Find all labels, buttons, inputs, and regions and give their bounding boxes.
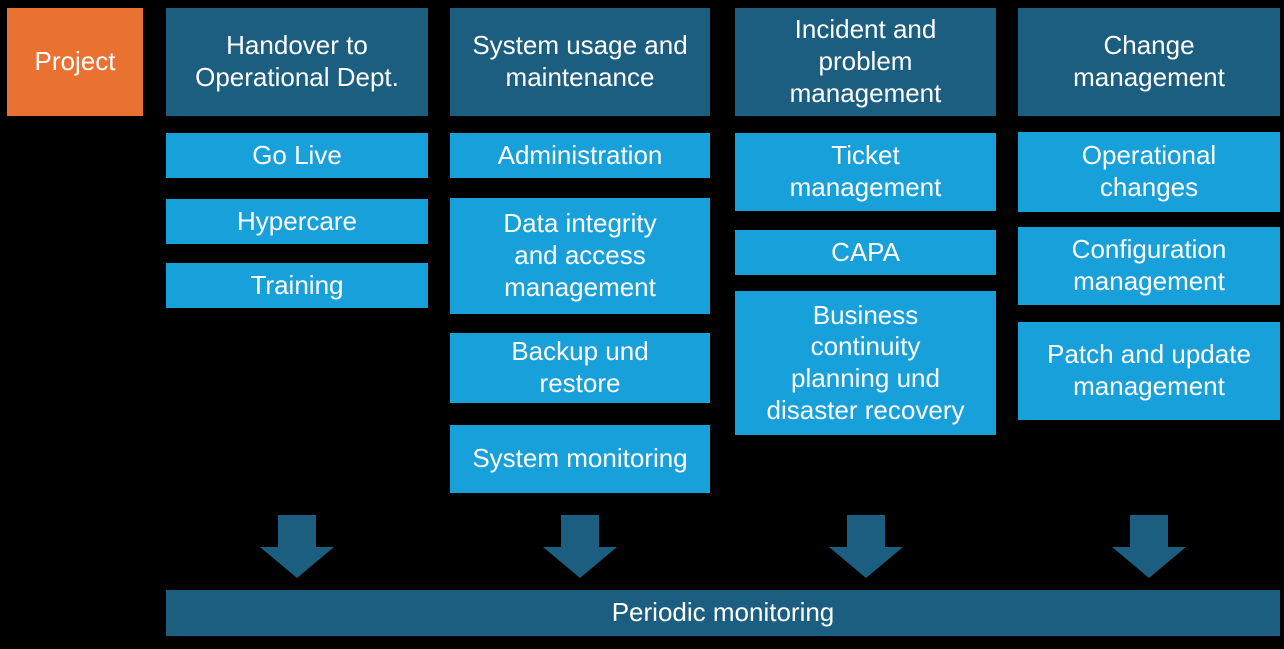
down-arrow-head <box>829 547 903 578</box>
down-arrow-icon <box>829 515 903 578</box>
column-3-item-ticket-management: Ticket management <box>735 133 996 211</box>
down-arrow-head <box>1112 547 1186 578</box>
column-3-item-capa: CAPA <box>735 230 996 275</box>
column-2-item-system-monitoring: System monitoring <box>450 425 710 493</box>
down-arrow-stem <box>561 515 599 547</box>
column-1-item-go-live: Go Live <box>166 133 428 178</box>
down-arrow-icon <box>1112 515 1186 578</box>
column-4-header-change-management: Change management <box>1018 8 1280 116</box>
column-3-item-business-continuity: Business continuity planning und disaste… <box>735 291 996 435</box>
column-2-header-system-usage: System usage and maintenance <box>450 8 710 116</box>
project-box: Project <box>7 8 143 116</box>
down-arrow-icon <box>260 515 334 578</box>
column-2-item-administration: Administration <box>450 133 710 178</box>
column-4-item-configuration-management: Configuration management <box>1018 227 1280 305</box>
down-arrow-stem <box>1130 515 1168 547</box>
down-arrow-head <box>260 547 334 578</box>
column-1-header-handover: Handover to Operational Dept. <box>166 8 428 116</box>
down-arrow-head <box>543 547 617 578</box>
column-3-header-incident-problem: Incident and problem management <box>735 8 996 116</box>
column-1-item-hypercare: Hypercare <box>166 199 428 244</box>
periodic-monitoring-bar: Periodic monitoring <box>166 590 1280 636</box>
down-arrow-stem <box>847 515 885 547</box>
column-4-item-patch-update-management: Patch and update management <box>1018 322 1280 420</box>
column-2-item-backup-restore: Backup und restore <box>450 333 710 403</box>
column-4-item-operational-changes: Operational changes <box>1018 132 1280 212</box>
down-arrow-icon <box>543 515 617 578</box>
column-2-item-data-integrity: Data integrity and access management <box>450 198 710 314</box>
column-1-item-training: Training <box>166 263 428 308</box>
down-arrow-stem <box>278 515 316 547</box>
